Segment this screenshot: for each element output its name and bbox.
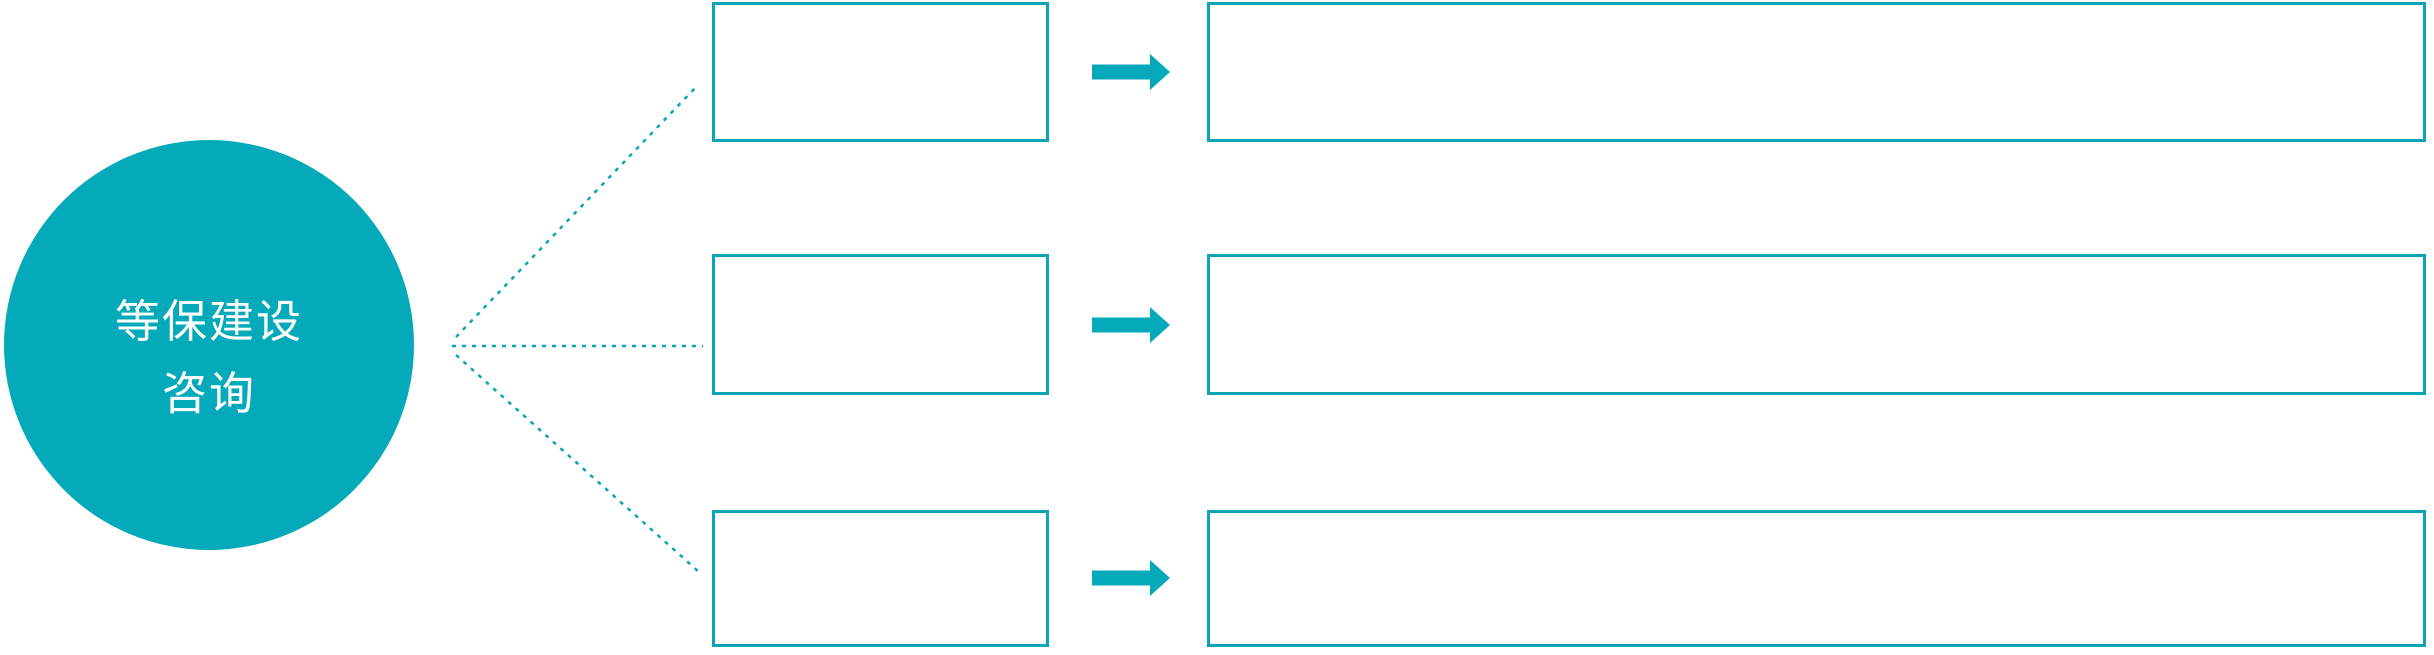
- topic-circle-label-line1: 等保建设: [114, 295, 303, 348]
- result-box-1: [1207, 2, 2426, 142]
- right-arrow-icon: [1092, 560, 1170, 596]
- source-box-3: [712, 510, 1049, 647]
- connector-line-top: [455, 85, 698, 338]
- source-box-1: [712, 2, 1049, 142]
- right-arrow-icon: [1092, 307, 1170, 343]
- result-box-3: [1207, 510, 2426, 647]
- connector-line-bottom: [455, 354, 700, 573]
- result-box-2: [1207, 254, 2426, 395]
- topic-circle-label-line2: 咨询: [161, 367, 256, 420]
- topic-circle: 等保建设 咨询: [4, 140, 414, 550]
- right-arrow-icon: [1092, 54, 1170, 90]
- source-box-2: [712, 254, 1049, 395]
